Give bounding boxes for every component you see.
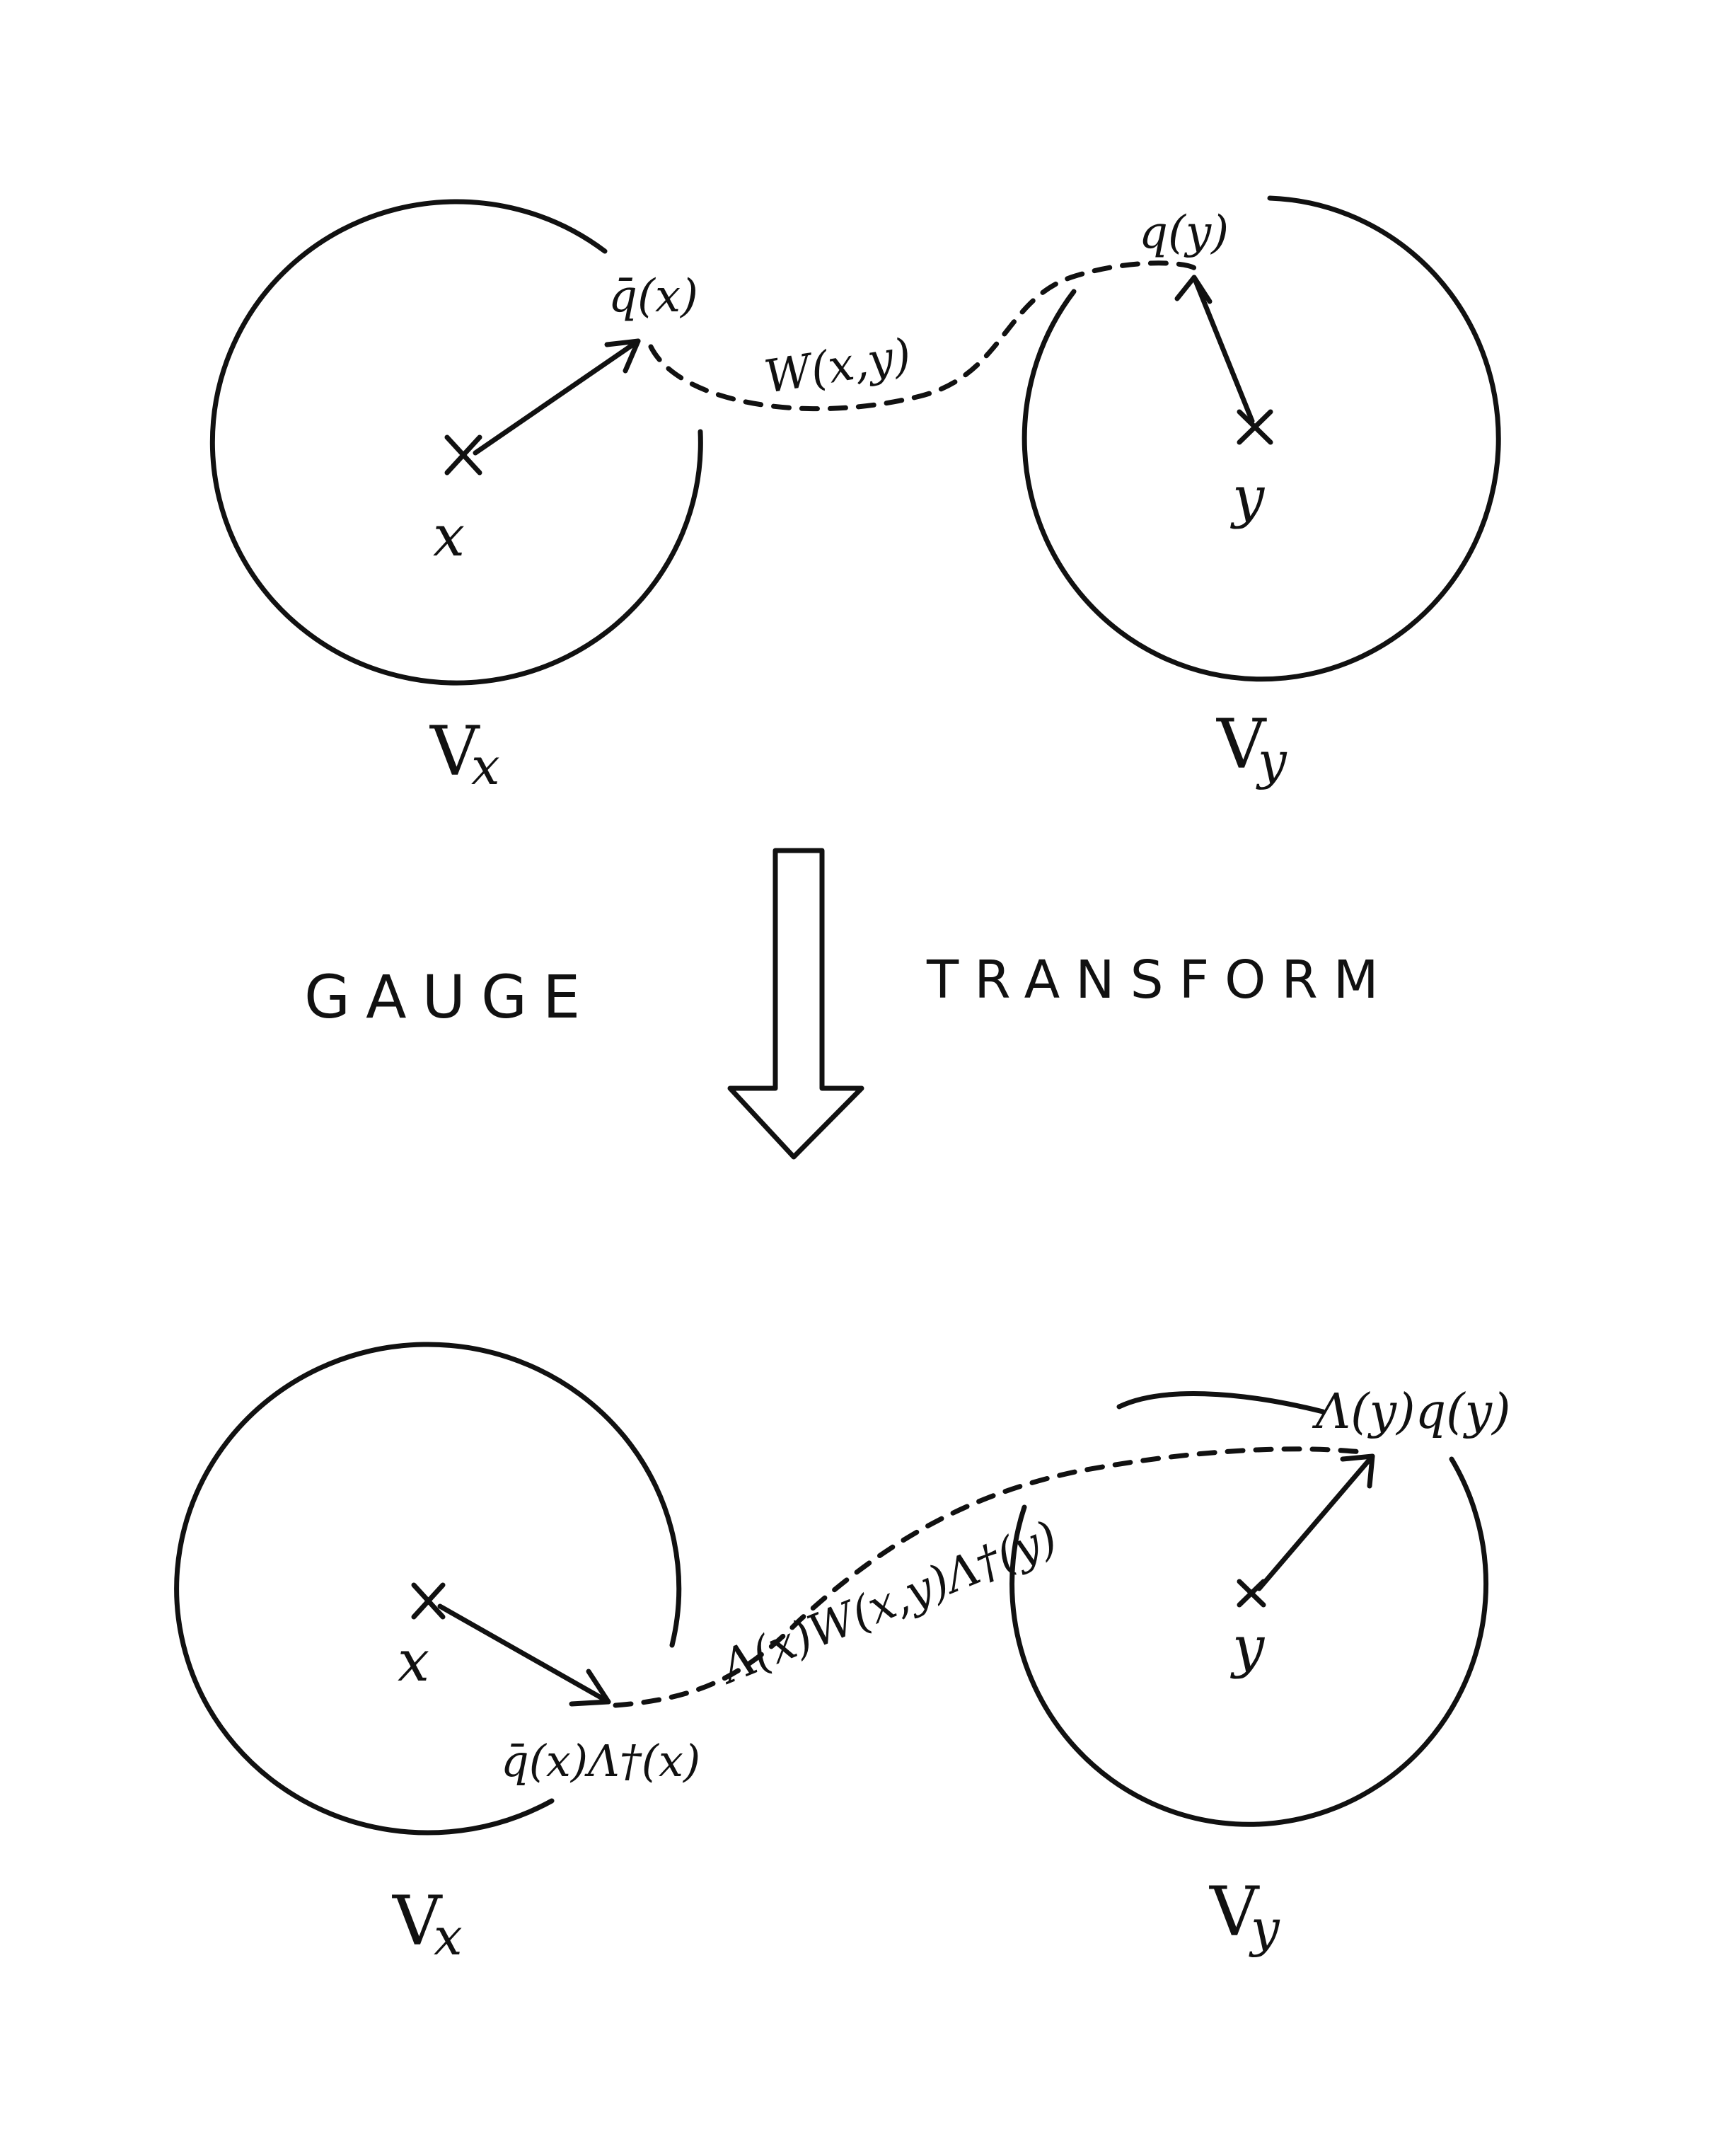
top-region-x-circle — [209, 199, 703, 686]
svg-text:x: x — [434, 1907, 463, 1966]
top-panel: q̄(x) q(y) W(x,y) x y V x V y — [209, 195, 1501, 796]
top-arrow-x-to-qbar — [473, 338, 641, 456]
svg-text:V: V — [1216, 705, 1267, 784]
bottom-point-y-label: y — [1230, 1614, 1266, 1680]
transform-label: TRANSFORM — [926, 950, 1394, 1010]
bottom-region-y-label: V y — [1209, 1872, 1280, 1958]
gauge-transform-arrow: GAUGE TRANSFORM — [304, 848, 1394, 1160]
bottom-arrow-y-to-q — [1256, 1453, 1375, 1591]
gauge-label: GAUGE — [304, 962, 596, 1032]
top-q-label: q(y) — [1139, 207, 1229, 259]
bottom-region-y-circle-lower — [1009, 1456, 1489, 1827]
bottom-panel: q̄(x)Λ†(x) Λ(y)q(y) Λ(x)W(x,y)Λ†(y) x y … — [174, 1342, 1511, 1966]
bottom-arrow-x-to-qbar — [437, 1603, 611, 1707]
bottom-region-y-circle — [1116, 1391, 1326, 1415]
top-point-y-cross — [1237, 409, 1273, 445]
bottom-region-x-label: V x — [392, 1882, 463, 1966]
bottom-point-x-label: x — [398, 1628, 429, 1694]
top-wilson-label: W(x,y) — [761, 329, 915, 404]
top-qbar-label: q̄(x) — [608, 270, 698, 323]
svg-text:y: y — [1249, 1899, 1280, 1958]
top-wilson-line — [648, 260, 1198, 412]
svg-text:V: V — [392, 1882, 443, 1961]
top-region-x-label: V x — [429, 712, 500, 796]
top-point-x-cross — [444, 434, 482, 476]
bottom-region-x-circle — [174, 1342, 682, 1836]
top-point-x-label: x — [433, 503, 465, 569]
bottom-qbar-label: q̄(x)Λ†(x) — [501, 1735, 700, 1787]
svg-text:V: V — [1209, 1872, 1260, 1952]
bottom-q-label: Λ(y)q(y) — [1312, 1384, 1511, 1440]
svg-text:y: y — [1256, 731, 1287, 790]
bottom-wilson-line — [613, 1446, 1365, 1708]
down-arrow-icon — [727, 848, 864, 1160]
top-region-y-circle — [1022, 195, 1501, 682]
top-region-y-label: V y — [1216, 705, 1287, 790]
top-arrow-y-to-q — [1174, 275, 1255, 424]
top-point-y-label: y — [1230, 464, 1266, 530]
svg-text:x: x — [471, 737, 500, 796]
svg-text:V: V — [429, 712, 480, 791]
bottom-point-x-cross — [411, 1582, 446, 1620]
